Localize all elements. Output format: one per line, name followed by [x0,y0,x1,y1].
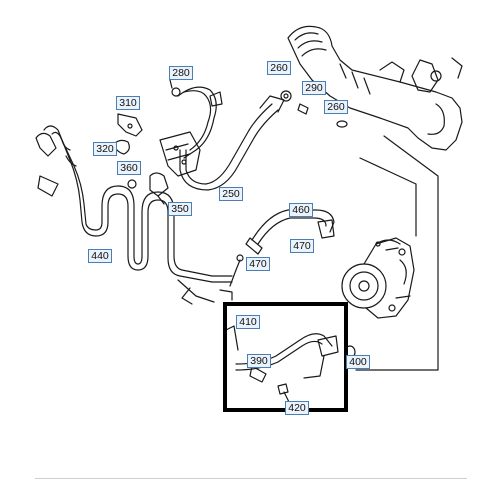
callout-470[interactable]: 470 [290,239,314,253]
cooler-coil-icon [35,125,233,305]
return-hose-icon [229,209,335,287]
callout-440[interactable]: 440 [88,249,112,263]
clamp-icon [113,139,130,155]
callout-460[interactable]: 460 [289,203,313,217]
callout-360[interactable]: 360 [117,161,141,175]
callout-310[interactable]: 310 [116,96,140,110]
callout-290[interactable]: 290 [302,81,326,95]
steering-gear-icon [287,25,463,151]
power-steering-pump-icon [341,237,415,319]
pressure-hose-icon [179,95,285,191]
clip-icon [149,172,169,205]
callout-260[interactable]: 260 [324,100,348,114]
pump-hose-icon [225,325,339,383]
callout-280[interactable]: 280 [169,66,193,80]
callout-350[interactable]: 350 [168,202,192,216]
mounting-bracket-icon [159,131,201,177]
callout-410[interactable]: 410 [236,315,260,329]
bracket-icon [117,113,143,137]
callout-470[interactable]: 470 [246,257,270,271]
fitting-icon [280,90,348,128]
callout-400[interactable]: 400 [346,355,370,369]
hose-icon [169,79,223,159]
callout-390[interactable]: 390 [247,354,271,368]
callout-420[interactable]: 420 [285,401,309,415]
leader-gear [359,157,417,237]
nut-icon [127,179,137,189]
callout-260[interactable]: 260 [267,61,291,75]
callout-320[interactable]: 320 [93,142,117,156]
callout-250[interactable]: 250 [219,187,243,201]
footer-divider [35,478,467,479]
leader-rack [355,135,439,371]
